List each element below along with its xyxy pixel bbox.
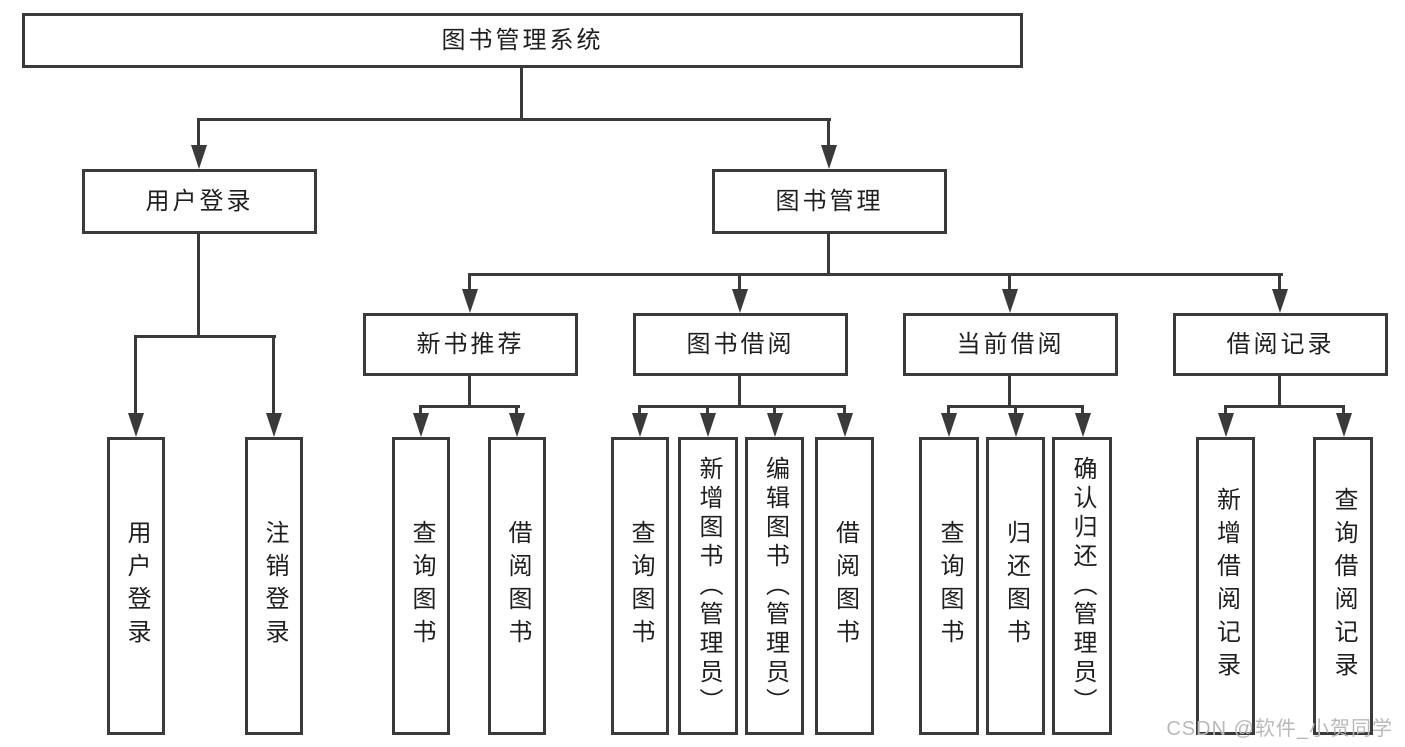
- connector-arrow-stem: [134, 335, 137, 415]
- connector-arrow-stem: [773, 405, 776, 415]
- connector-borrowing-bar: [638, 405, 846, 408]
- arrowhead-down: [941, 413, 957, 437]
- leaf-query-borrow-record: 查询借阅记录: [1313, 437, 1373, 735]
- arrowhead-down: [1075, 413, 1091, 437]
- connector-bookmgmt-bar: [468, 273, 1283, 276]
- connector-arrow-stem: [1014, 405, 1017, 415]
- arrowhead-down: [1336, 413, 1352, 437]
- node-borrow-records: 借阅记录: [1173, 313, 1388, 376]
- leaf-query-books-recommend: 查询图书: [392, 437, 450, 735]
- node-label: 用户登录: [123, 520, 150, 652]
- connector-records-stem: [1278, 376, 1281, 408]
- leaf-query-books-borrowing: 查询图书: [611, 437, 669, 735]
- connector-arrow-stem: [1081, 405, 1084, 415]
- connector-userlogin-bar: [134, 335, 276, 338]
- arrowhead-down: [462, 289, 478, 313]
- connector-arrow-stem: [515, 405, 518, 415]
- connector-arrow-stem: [638, 405, 641, 415]
- connector-recommend-bar: [419, 405, 520, 408]
- arrowhead-down: [128, 413, 144, 437]
- arrowhead-down: [767, 413, 783, 437]
- connector-arrow-stem: [947, 405, 950, 415]
- arrowhead-down: [632, 413, 648, 437]
- arrowhead-down: [700, 413, 716, 437]
- connector-arrow-stem: [197, 118, 200, 147]
- node-label: 借阅图书: [831, 520, 859, 652]
- connector-root-bar: [197, 118, 831, 121]
- node-label: 用户登录: [145, 187, 254, 215]
- arrowhead-down: [1272, 289, 1288, 313]
- arrowhead-down: [266, 413, 282, 437]
- connector-arrow-stem: [468, 273, 471, 291]
- arrowhead-down: [1218, 413, 1234, 437]
- connector-arrow-stem: [738, 273, 741, 291]
- leaf-query-books-current: 查询图书: [919, 437, 979, 735]
- node-label: 查询图书: [627, 520, 654, 652]
- connector-arrow-stem: [706, 405, 709, 415]
- connector-borrowing-stem: [738, 376, 741, 408]
- node-label: 查询图书: [936, 520, 963, 652]
- node-label: 借阅记录: [1226, 330, 1335, 358]
- node-book-management: 图书管理: [712, 169, 947, 234]
- node-label: 当前借阅: [956, 330, 1065, 358]
- node-book-borrowing: 图书借阅: [633, 313, 848, 376]
- node-label: 确认归还（管理员）: [1069, 455, 1096, 717]
- node-label: 借阅图书: [504, 520, 531, 652]
- node-label: 图书管理系统: [441, 26, 604, 54]
- connector-arrow-stem: [1008, 273, 1011, 291]
- node-label: 新增图书（管理员）: [695, 455, 722, 717]
- node-label: 图书借阅: [686, 330, 795, 358]
- node-label: 新增借阅记录: [1212, 487, 1240, 685]
- connector-arrow-stem: [1224, 405, 1227, 415]
- leaf-add-borrow-record: 新增借阅记录: [1196, 437, 1255, 735]
- node-label: 查询图书: [408, 520, 435, 652]
- node-new-book-recommend: 新书推荐: [363, 313, 578, 376]
- node-label: 编辑图书（管理员）: [761, 455, 789, 717]
- node-current-borrowing: 当前借阅: [903, 313, 1118, 376]
- arrowhead-down: [413, 413, 429, 437]
- connector-arrow-stem: [419, 405, 422, 415]
- connector-recommend-stem: [468, 376, 471, 408]
- leaf-confirm-return-admin: 确认归还（管理员）: [1052, 437, 1112, 735]
- leaf-return-book: 归还图书: [986, 437, 1045, 735]
- arrowhead-down: [821, 145, 837, 169]
- node-label: 新书推荐: [416, 330, 525, 358]
- node-label: 图书管理: [775, 187, 884, 215]
- leaf-add-book-admin: 新增图书（管理员）: [678, 437, 738, 735]
- watermark: CSDN @软件_小贺同学: [1166, 718, 1393, 740]
- leaf-logout-login: 注销登录: [245, 437, 303, 735]
- leaf-borrow-books-recommend: 借阅图书: [488, 437, 546, 735]
- connector-root-stem: [520, 68, 523, 120]
- leaf-user-login: 用户登录: [107, 437, 165, 735]
- node-user-login: 用户登录: [82, 169, 317, 234]
- arrowhead-down: [191, 145, 207, 169]
- arrowhead-down: [1002, 289, 1018, 313]
- arrowhead-down: [509, 413, 525, 437]
- connector-arrow-stem: [1342, 405, 1345, 415]
- connector-arrow-stem: [827, 118, 830, 147]
- connector-arrow-stem: [843, 405, 846, 415]
- node-label: 归还图书: [1002, 520, 1030, 652]
- connector-arrow-stem: [1278, 273, 1281, 291]
- arrowhead-down: [1008, 413, 1024, 437]
- arrowhead-down: [837, 413, 853, 437]
- node-label: 查询借阅记录: [1330, 487, 1357, 685]
- node-label: 注销登录: [261, 520, 288, 652]
- connector-current-stem: [1008, 376, 1011, 408]
- arrowhead-down: [732, 289, 748, 313]
- connector-arrow-stem: [272, 335, 275, 415]
- connector-userlogin-stem: [197, 234, 200, 338]
- connector-records-bar: [1224, 405, 1345, 408]
- node-book-management-system: 图书管理系统: [22, 13, 1023, 68]
- leaf-borrow-books-borrowing: 借阅图书: [815, 437, 874, 735]
- connector-bookmgmt-stem: [827, 234, 830, 276]
- leaf-edit-book-admin: 编辑图书（管理员）: [745, 437, 804, 735]
